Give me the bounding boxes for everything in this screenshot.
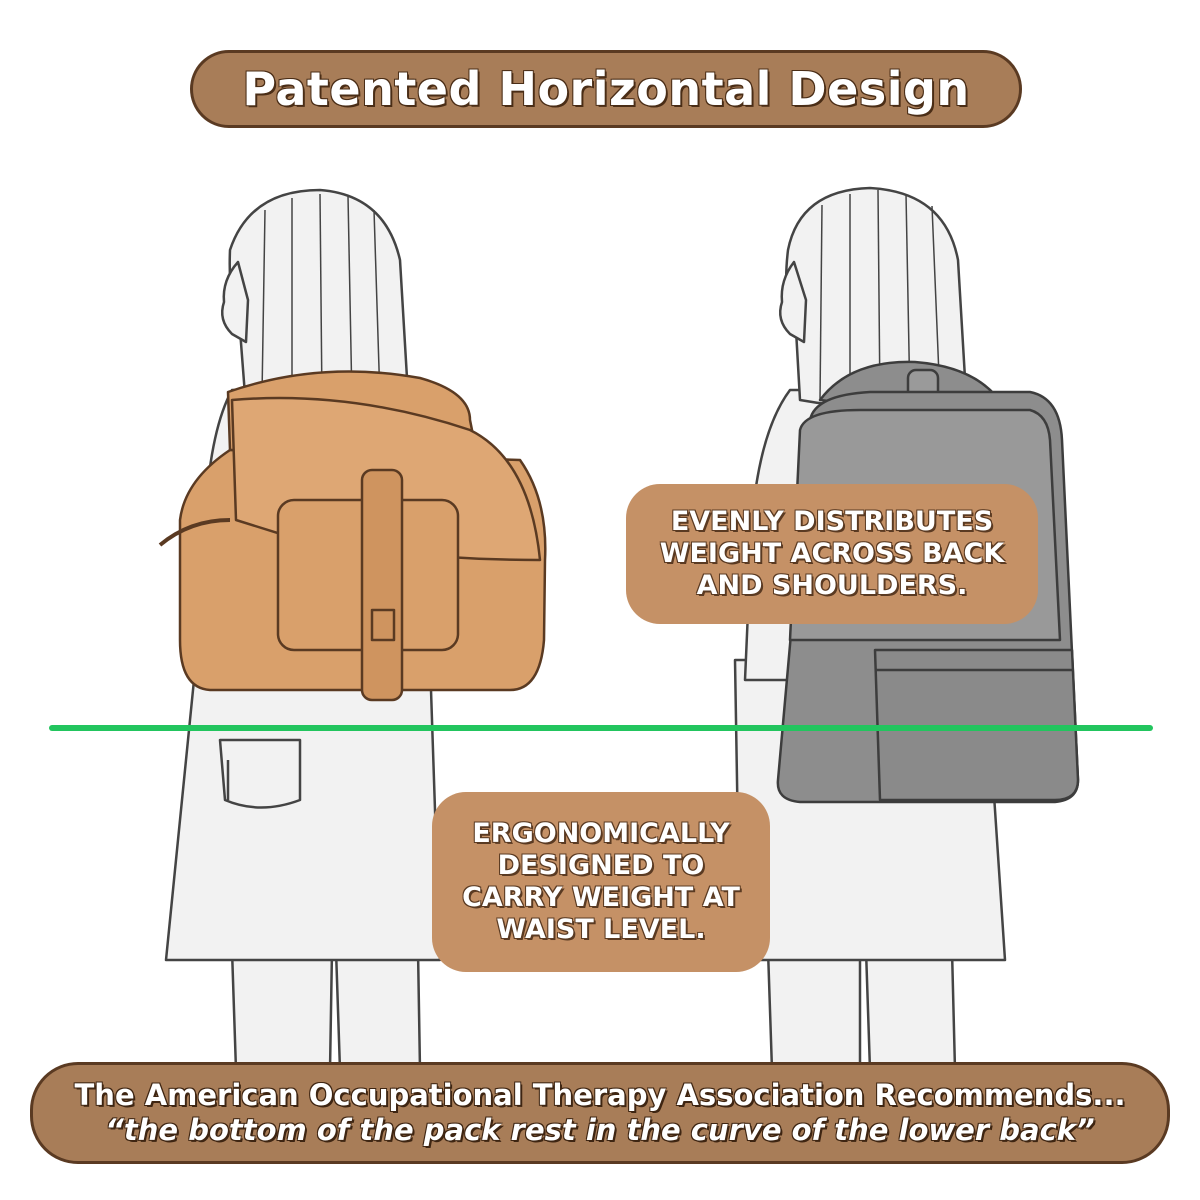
callout-center-line-2: DESIGNED TO	[497, 850, 705, 882]
title-banner: Patented Horizontal Design	[190, 50, 1022, 128]
callout-center-line-4: WAIST LEVEL.	[496, 913, 706, 945]
callout-center-line-3: CARRY WEIGHT AT	[462, 882, 740, 913]
callout-center-line-1: ERGONOMICALLY	[472, 818, 730, 850]
footer-banner: The American Occupational Therapy Associ…	[30, 1062, 1170, 1164]
left-figure-skirt	[164, 658, 442, 962]
callout-weight-distribution: EVENLY DISTRIBUTES WEIGHT ACROSS BACK AN…	[626, 484, 1038, 624]
footer-quote: “the bottom of the pack rest in the curv…	[105, 1113, 1095, 1147]
right-figure-face	[779, 260, 808, 344]
tan-horizontal-backpack	[158, 370, 547, 702]
right-figure-legs	[766, 948, 957, 1072]
left-figure-legs	[230, 948, 422, 1072]
callout-right-line-2: WEIGHT ACROSS BACK	[659, 538, 1005, 570]
callout-right-line-1: EVENLY DISTRIBUTES	[670, 506, 994, 538]
callout-right-line-3: AND SHOULDERS.	[696, 569, 968, 601]
footer-recommendation: The American Occupational Therapy Associ…	[74, 1078, 1126, 1113]
left-figure-face	[221, 260, 250, 344]
title-text: Patented Horizontal Design	[242, 62, 970, 116]
callout-ergonomic-design: ERGONOMICALLY DESIGNED TO CARRY WEIGHT A…	[432, 792, 770, 972]
